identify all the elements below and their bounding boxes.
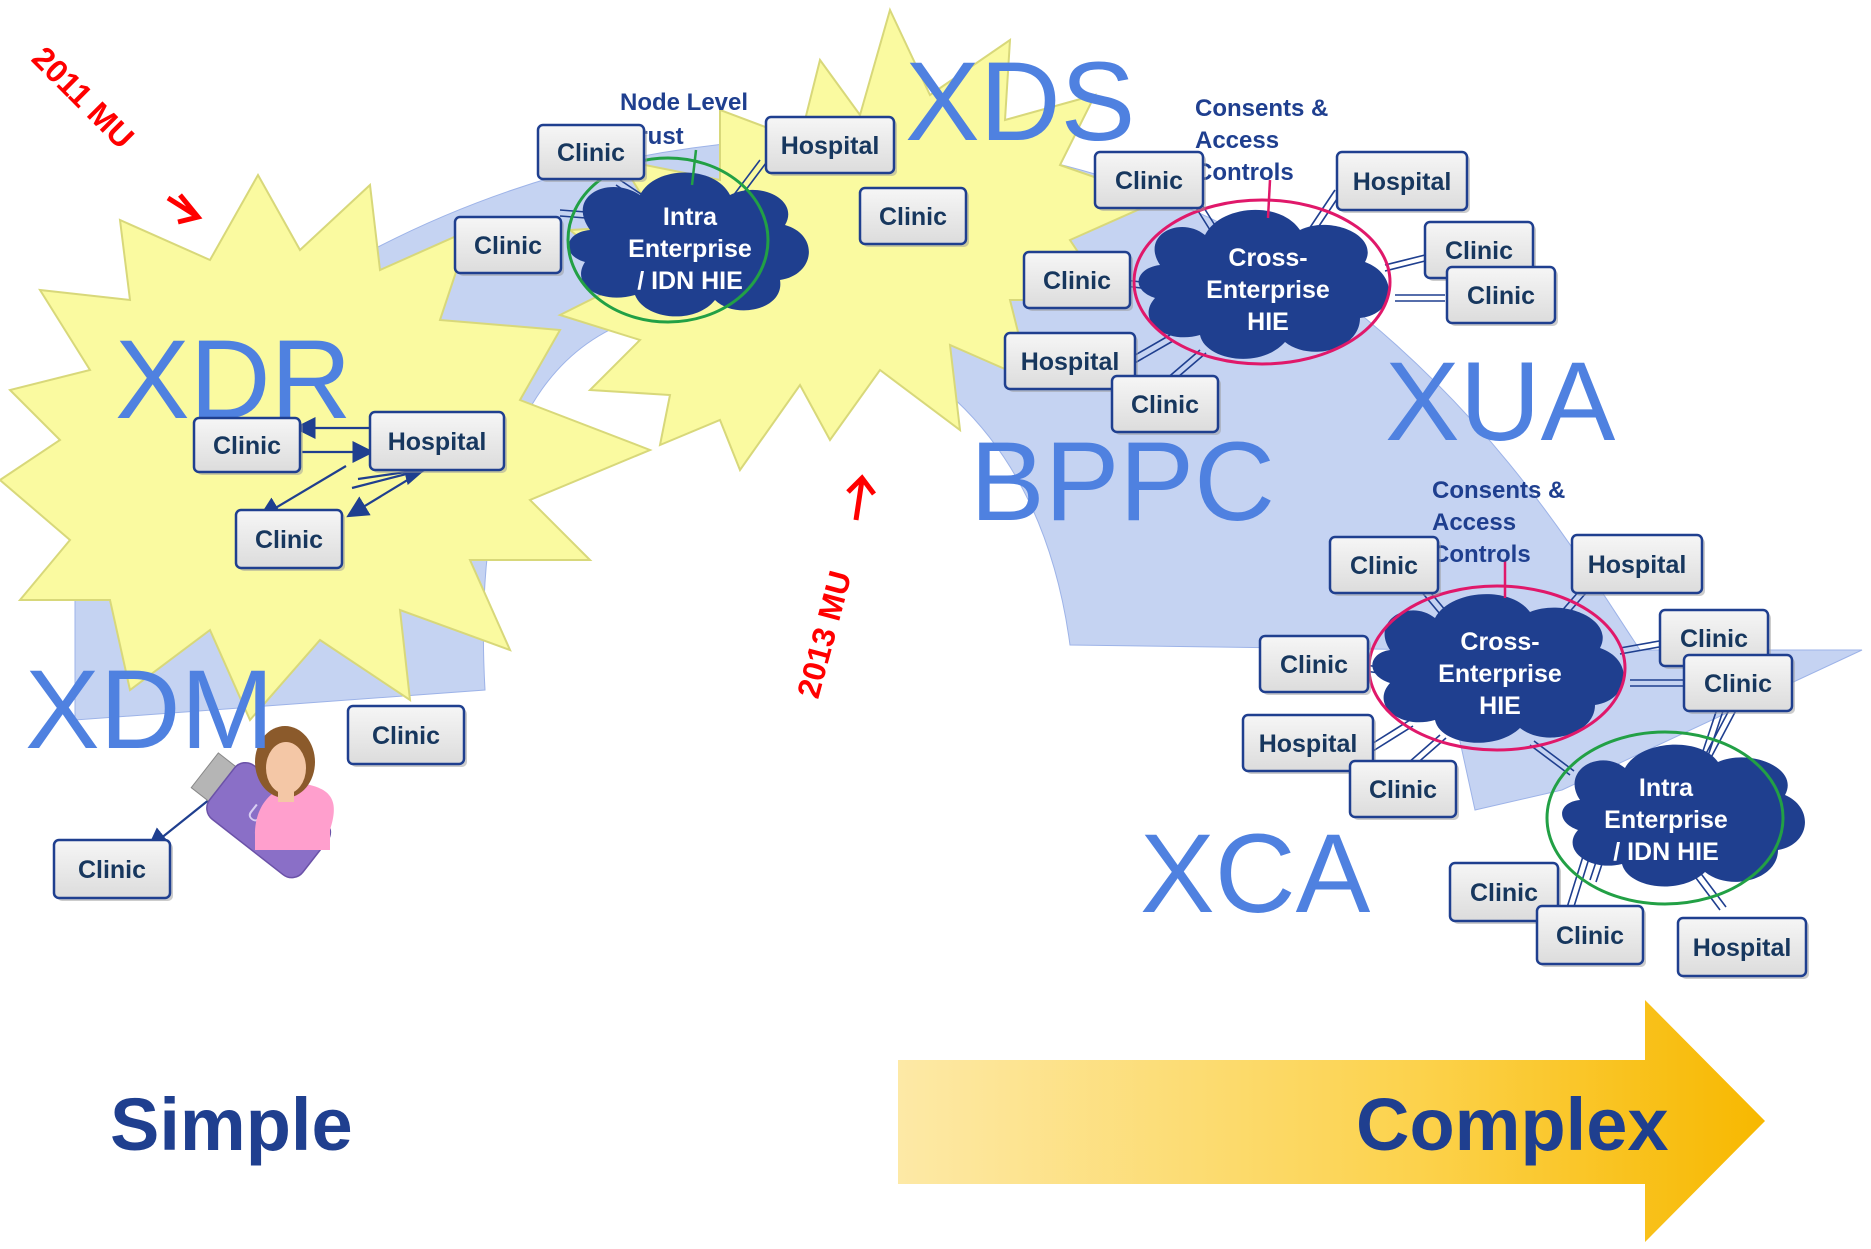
intra-enterprise-cloud-bottom — [1562, 744, 1805, 887]
protocol-xca: XCA — [1140, 811, 1371, 936]
hospital-node-label: Hospital — [1259, 730, 1358, 758]
protocol-xua: XUA — [1385, 339, 1616, 464]
clinic-node-label: Clinic — [1680, 625, 1748, 653]
clinic-node-box: Clinic — [1445, 265, 1558, 326]
clinic-node-label: Clinic — [557, 139, 625, 167]
intra-bottom-line1: Intra — [1639, 774, 1694, 802]
simple-label: Simple — [110, 1083, 353, 1166]
clinic-node-label: Clinic — [474, 232, 542, 260]
consents-note-bottom-line2: Access — [1432, 509, 1516, 536]
clinic-node-box: Clinic — [1682, 653, 1795, 714]
hospital-node-box: Hospital — [1570, 533, 1705, 596]
hospital-node-box: Hospital — [368, 410, 507, 473]
node-trust-note-line1: Node Level — [620, 89, 748, 116]
clinic-node-label: Clinic — [372, 722, 440, 750]
intra-bottom-line3: / IDN HIE — [1613, 838, 1719, 866]
intra-ring-bottom — [1545, 730, 1785, 906]
intra-enterprise-cloud-top — [568, 172, 809, 317]
clinic-node-box: Clinic — [346, 704, 467, 767]
milestone-2011-label: 2011 MU — [25, 39, 141, 155]
protocol-bppc: BPPC — [970, 419, 1275, 544]
clinic-node-box: Clinic — [858, 186, 969, 247]
cross-enterprise-cloud-top — [1138, 209, 1389, 359]
node-trust-leader — [690, 149, 698, 186]
clinic-node-label: Clinic — [78, 856, 146, 884]
node-trust-ring — [566, 156, 770, 324]
cross-top-line3: HIE — [1247, 308, 1289, 336]
hospital-node-label: Hospital — [1353, 168, 1452, 196]
protocol-xds: XDS — [905, 39, 1135, 164]
clinic-node-label: Clinic — [1115, 167, 1183, 195]
hospital-node-label: Hospital — [1693, 934, 1792, 962]
clinic-node-box: Clinic — [1348, 759, 1459, 820]
hospital-node-label: Hospital — [388, 428, 487, 456]
consents-note-bottom-line3: Controls — [1432, 541, 1531, 568]
clinic-node-box: Clinic — [1328, 535, 1441, 596]
clinic-node-label: Clinic — [255, 526, 323, 554]
intra-top-line3: / IDN HIE — [637, 267, 743, 295]
consents-note-top-line1: Consents & — [1195, 95, 1328, 122]
clinic-node-box: Clinic — [1448, 861, 1561, 924]
hospital-node-box: Hospital — [1241, 713, 1376, 774]
clinic-node-label: Clinic — [1043, 267, 1111, 295]
clinic-node-box: Clinic — [1258, 634, 1371, 695]
clinic-node-box: Clinic — [1022, 250, 1133, 311]
complexity-arrow — [898, 1000, 1765, 1242]
clinic-node-label: Clinic — [1470, 879, 1538, 907]
milestone-2011: 2011 MU — [25, 39, 203, 225]
clinic-node-box: Clinic — [536, 123, 647, 182]
clinic-node-label: Clinic — [1467, 282, 1535, 310]
complex-label: Complex — [1356, 1083, 1669, 1166]
clinic-node-label: Clinic — [1556, 922, 1624, 950]
clinic-node-label: Clinic — [1369, 776, 1437, 804]
cross-bottom-line2: Enterprise — [1438, 660, 1562, 688]
consents-ring-top — [1132, 198, 1392, 366]
intra-top-line2: Enterprise — [628, 235, 752, 263]
hospital-node-label: Hospital — [1588, 551, 1687, 579]
clinic-node-box: Clinic — [52, 838, 173, 901]
hospital-node-box: Hospital — [1003, 331, 1138, 392]
consents-note-top-line3: Controls — [1195, 159, 1294, 186]
clinic-node-label: Clinic — [1131, 391, 1199, 419]
hospital-node-label: Hospital — [781, 132, 880, 160]
hospital-node-box: Hospital — [1676, 916, 1809, 979]
cross-bottom-line3: HIE — [1479, 692, 1521, 720]
hospital-node-label: Hospital — [1021, 348, 1120, 376]
milestone-2013-label: 2013 MU — [790, 567, 858, 702]
clinic-node-box: Clinic — [192, 416, 303, 475]
consents-note-bottom-line1: Consents & — [1432, 477, 1565, 504]
consents-note-top-line2: Access — [1195, 127, 1279, 154]
patient-icon — [255, 726, 334, 850]
clinic-node-label: Clinic — [1350, 552, 1418, 580]
clinic-node-label: Clinic — [1280, 651, 1348, 679]
milestone-2013: 2013 MU — [790, 474, 876, 702]
protocol-xdm: XDM — [25, 647, 274, 772]
clinic-node-label: Clinic — [213, 432, 281, 460]
clinic-node-box: Clinic — [453, 215, 564, 276]
clinic-node-box: Clinic — [1535, 904, 1646, 967]
xdr-burst — [0, 172, 653, 722]
clinic-node-box: Clinic — [1093, 150, 1206, 211]
intra-bottom-line2: Enterprise — [1604, 806, 1728, 834]
hospital-node-box: Hospital — [764, 115, 897, 176]
consents-leader-top — [1266, 179, 1272, 219]
cross-enterprise-cloud-bottom — [1372, 594, 1624, 743]
clinic-node-label: Clinic — [879, 203, 947, 231]
cross-bottom-line1: Cross- — [1460, 628, 1539, 656]
hospital-node-box: Hospital — [1335, 150, 1470, 213]
clinic-node-label: Clinic — [1445, 237, 1513, 265]
cross-top-line2: Enterprise — [1206, 276, 1330, 304]
clinic-node-box: Clinic — [1110, 374, 1221, 435]
intra-top-line1: Intra — [663, 203, 718, 231]
clinic-node-label: Clinic — [1704, 670, 1772, 698]
cross-top-line1: Cross- — [1228, 244, 1307, 272]
clinic-node-box: Clinic — [234, 508, 345, 571]
